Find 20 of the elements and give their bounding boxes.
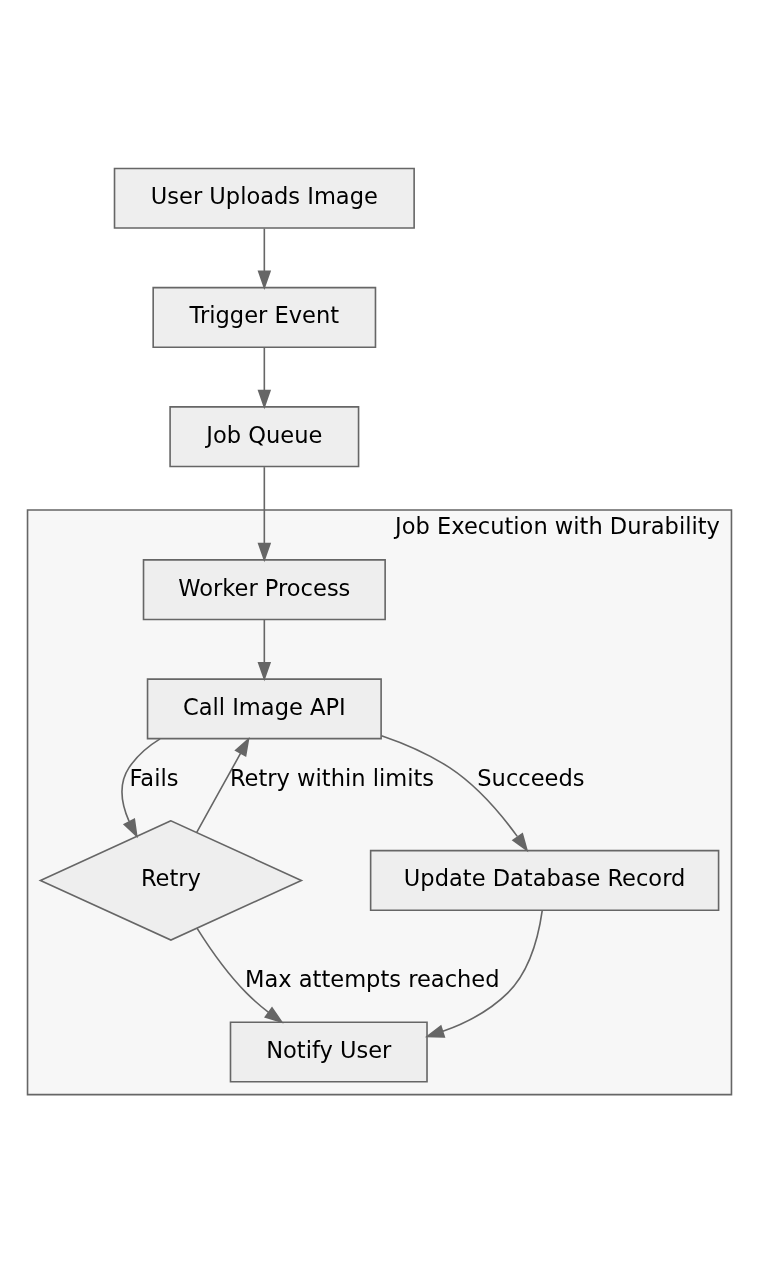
node-box: Notify User (229, 1021, 428, 1083)
edge-label: Retry within limits (229, 764, 434, 791)
arrow (195, 736, 250, 834)
edge-label: Succeeds (477, 764, 585, 791)
node-box: Update Database Record (369, 849, 720, 912)
arrow (380, 734, 529, 853)
node-box: Trigger Event (152, 286, 377, 349)
arrow (424, 909, 544, 1038)
arrow (196, 927, 284, 1024)
arrow (121, 738, 161, 839)
node-box: Worker Process (142, 559, 386, 621)
edge-label: Max attempts reached (244, 966, 500, 993)
arrow (257, 227, 272, 290)
arrow (257, 346, 272, 410)
arrow (257, 466, 272, 563)
arrow (257, 619, 272, 682)
edge-label: Fails (129, 764, 179, 791)
node-box: Job Queue (169, 406, 360, 468)
node-box: User Uploads Image (113, 167, 415, 229)
node-box: Call Image API (146, 678, 382, 740)
